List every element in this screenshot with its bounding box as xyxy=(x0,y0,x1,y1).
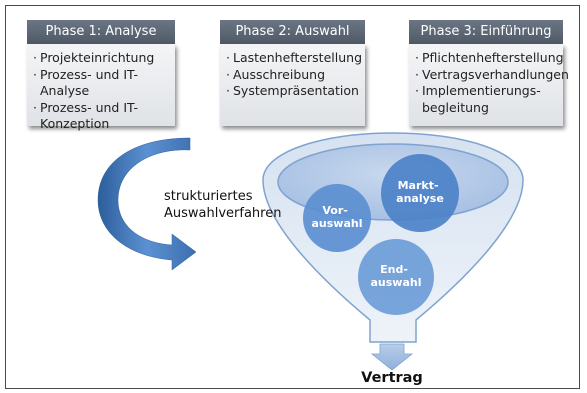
phase-item: Implementierungs- begleitung xyxy=(415,83,557,116)
circle-label-endauswahl: End- auswahl xyxy=(371,263,422,289)
phase-box-2: Phase 2: Auswahl Lastenhefterstellung Au… xyxy=(220,20,365,126)
circle-label-line: auswahl xyxy=(312,217,363,230)
circle-label-line: Vor- xyxy=(322,204,347,217)
phase-item: Projekteinrichtung xyxy=(33,50,169,67)
phase-item-list: Projekteinrichtung Prozess- und IT-Analy… xyxy=(33,50,169,133)
circle-label-line: auswahl xyxy=(371,276,422,289)
circle-label-marktanalyse: Markt- analyse xyxy=(396,179,444,205)
phase-title: Phase 2: Auswahl xyxy=(220,20,365,44)
diagram-frame xyxy=(5,5,580,389)
phase-title: Phase 3: Einführung xyxy=(409,20,563,44)
phase-item: Vertragsverhandlungen xyxy=(415,67,569,84)
circle-label-vorauswahl: Vor- auswahl xyxy=(312,204,363,230)
circle-endauswahl: End- auswahl xyxy=(358,239,434,315)
phase-box-3: Phase 3: Einführung Pflichtenhefterstell… xyxy=(409,20,569,126)
circle-marktanalyse: Markt- analyse xyxy=(381,154,459,232)
circle-label-line: Markt- xyxy=(398,179,439,192)
phase-body: Lastenhefterstellung Ausschreibung Syste… xyxy=(220,44,365,126)
circle-label-line: End- xyxy=(380,263,408,276)
phase-item: Pflichtenhefterstellung xyxy=(415,50,564,67)
phase-title: Phase 1: Analyse xyxy=(27,20,175,44)
phase-item-list: Pflichtenhefterstellung Vertragsverhandl… xyxy=(415,50,569,116)
phase-item: Prozess- und IT-Analyse xyxy=(33,67,169,100)
result-label: Vertrag xyxy=(361,370,423,386)
phase-item-list: Lastenhefterstellung Ausschreibung Syste… xyxy=(226,50,362,100)
phase-item: Systempräsentation xyxy=(226,83,359,100)
down-arrow xyxy=(370,343,414,371)
phase-item: Prozess- und IT- Konzeption xyxy=(33,100,169,133)
phase-body: Pflichtenhefterstellung Vertragsverhandl… xyxy=(409,44,569,126)
flow-label: strukturiertes Auswahlverfahren xyxy=(164,189,282,221)
phase-item: Lastenhefterstellung xyxy=(226,50,362,67)
phase-item: Ausschreibung xyxy=(226,67,359,84)
circle-label-line: analyse xyxy=(396,192,444,205)
circle-vorauswahl: Vor- auswahl xyxy=(303,184,371,252)
phase-body: Projekteinrichtung Prozess- und IT-Analy… xyxy=(27,44,175,131)
phase-box-1: Phase 1: Analyse Projekteinrichtung Proz… xyxy=(27,20,175,131)
